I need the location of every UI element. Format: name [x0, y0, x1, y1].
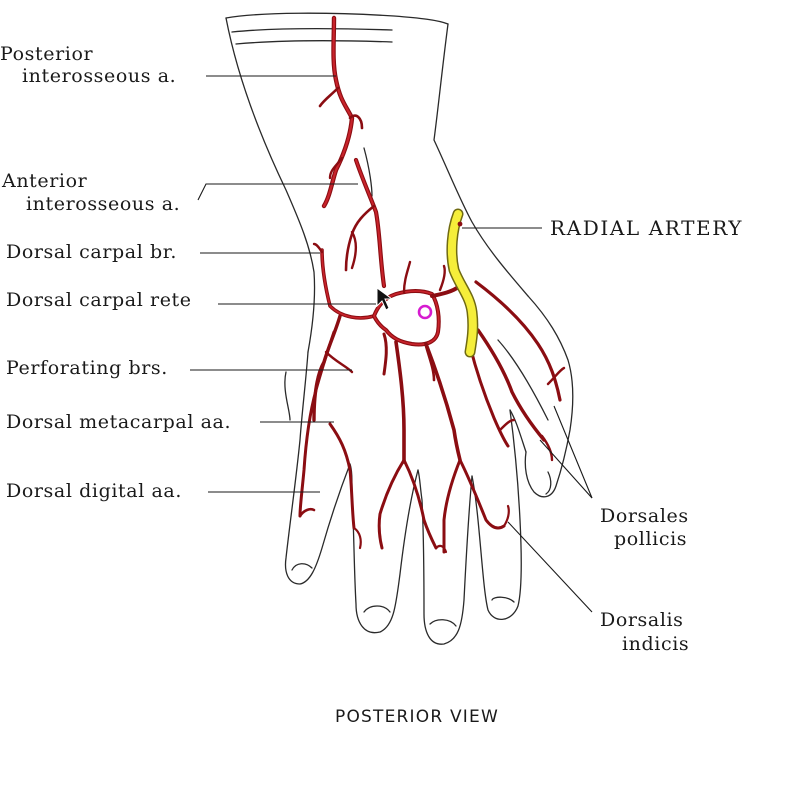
arterial-network — [298, 15, 566, 554]
hand-outline — [225, 12, 574, 645]
label-dorsal-digital-aa: Dorsal digital aa. — [6, 480, 182, 502]
labels: Posterior interosseous a. Anterior inter… — [0, 43, 743, 727]
label-dorsalis-indicis-line1: Dorsalis — [600, 609, 684, 631]
label-perforating-brs: Perforating brs. — [6, 357, 168, 379]
cursor-marker — [376, 287, 433, 320]
circle-ring-icon — [417, 304, 433, 320]
mouse-pointer-icon — [376, 287, 394, 311]
label-posterior-interosseous-line1: Posterior — [0, 43, 93, 65]
label-dorsal-metacarpal-aa: Dorsal metacarpal aa. — [6, 411, 231, 433]
label-posterior-interosseous-line2: interosseous a. — [22, 65, 176, 87]
label-radial-artery: RADIAL ARTERY — [550, 216, 743, 240]
label-dorsal-carpal-br: Dorsal carpal br. — [6, 241, 177, 263]
label-dorsal-carpal-rete: Dorsal carpal rete — [6, 289, 192, 311]
label-dorsales-pollicis-line1: Dorsales — [600, 505, 689, 527]
label-anterior-interosseous-line1: Anterior — [1, 170, 88, 192]
leader-lines — [190, 75, 593, 613]
label-dorsales-pollicis-line2: pollicis — [614, 528, 687, 550]
radial-artery-highlight[interactable] — [446, 208, 479, 358]
label-dorsalis-indicis-line2: indicis — [622, 633, 689, 655]
caption-posterior-view: POSTERIOR VIEW — [335, 707, 499, 727]
label-anterior-interosseous-line2: interosseous a. — [26, 193, 180, 215]
